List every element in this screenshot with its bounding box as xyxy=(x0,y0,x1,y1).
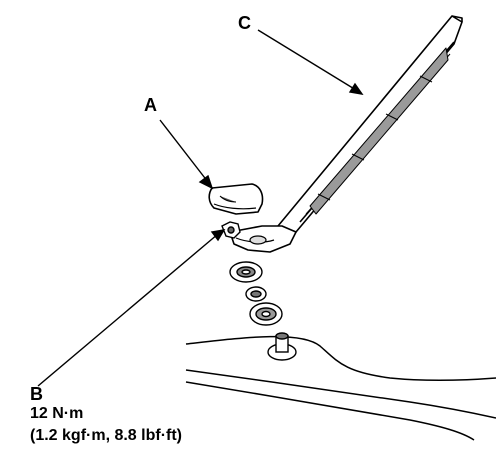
nut-icon xyxy=(221,221,241,239)
nut-cap-icon xyxy=(208,183,264,215)
arrowhead-a xyxy=(198,174,214,190)
rubber-seal-icon xyxy=(249,302,283,326)
callout-a-label: A xyxy=(144,95,157,115)
leader-line-b xyxy=(37,233,219,387)
wiper-blade-icon xyxy=(277,15,463,233)
leader-lines xyxy=(37,29,364,387)
torque-spec-nm: 12 N·m xyxy=(30,405,84,422)
spindle-icon xyxy=(267,332,297,361)
washer-icon xyxy=(245,286,267,302)
leader-line-a xyxy=(159,119,209,183)
arrowhead-c xyxy=(348,82,364,95)
callout-b-label: B xyxy=(30,384,43,404)
arrowhead-b xyxy=(210,229,226,242)
washer-icon xyxy=(229,261,263,283)
wiper-arm-icon xyxy=(229,225,297,253)
leader-line-c xyxy=(257,29,357,91)
torque-spec-alt: (1.2 kgf·m, 8.8 lbf·ft) xyxy=(30,427,183,444)
callout-c-label: C xyxy=(238,13,251,33)
tailgate-panel-icon xyxy=(185,335,496,441)
